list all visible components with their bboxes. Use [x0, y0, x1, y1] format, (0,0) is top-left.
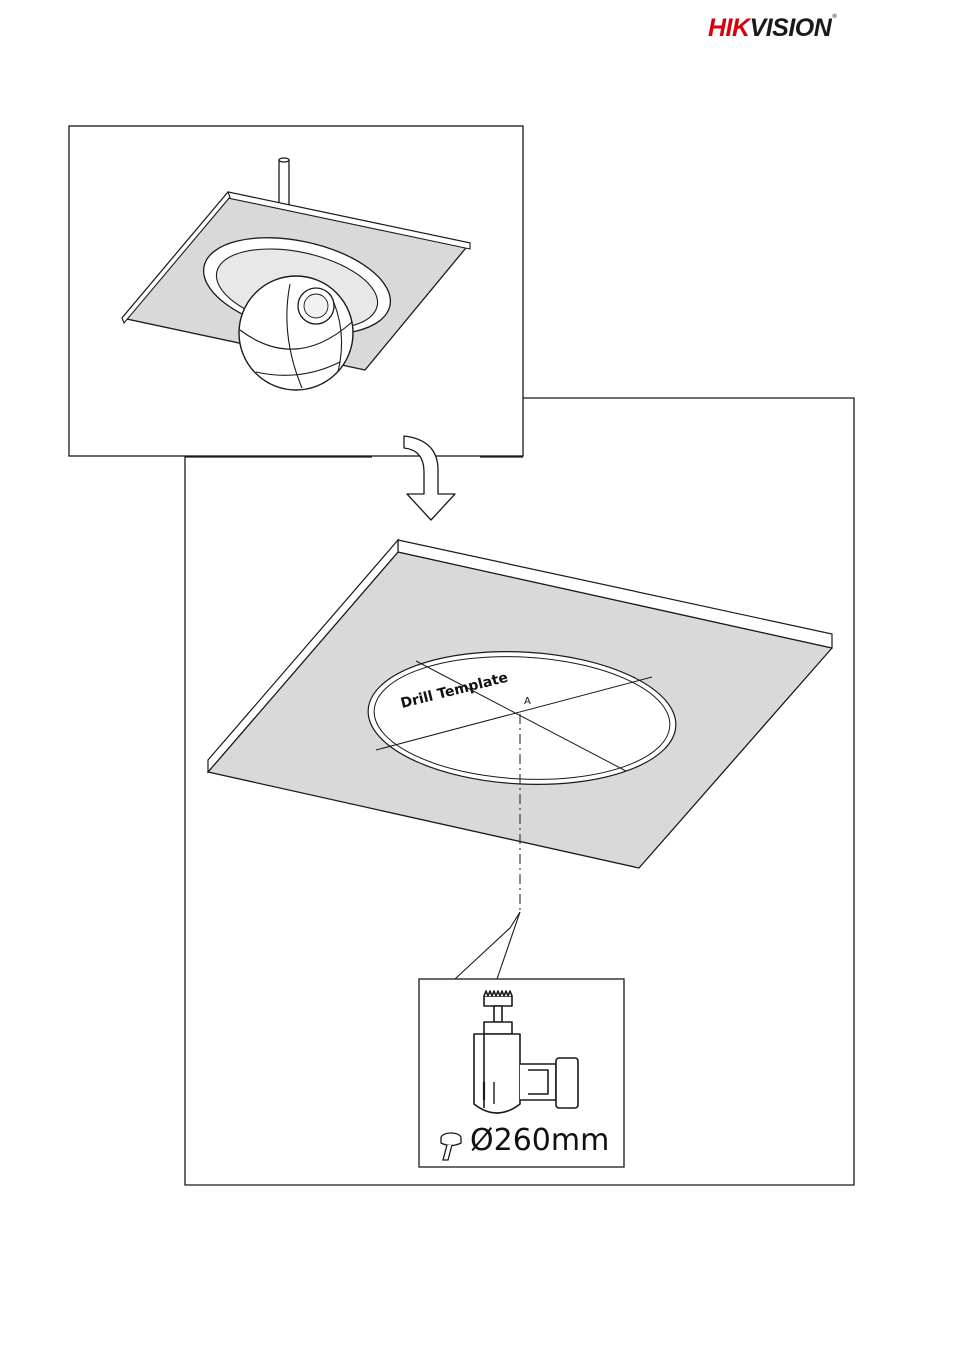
- mounting-pole: [279, 158, 289, 205]
- marker-a: A: [524, 696, 531, 707]
- curved-down-arrow: [404, 436, 455, 520]
- diameter-label: Ø260mm: [470, 1123, 609, 1158]
- dome-camera: [239, 276, 353, 390]
- callout-lines: [455, 912, 520, 979]
